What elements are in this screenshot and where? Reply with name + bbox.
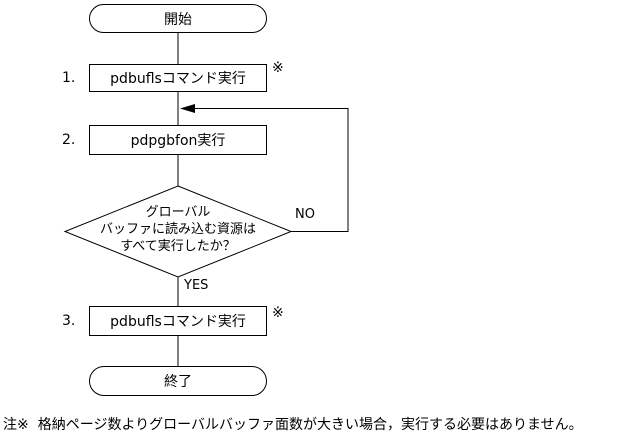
footnote-text: 格納ページ数よりグローバルバッファ面数が大きい場合，実行する必要はありません。 <box>37 417 583 433</box>
step3-box: pdbuflsコマンド実行 <box>89 306 267 336</box>
decision-line-2: バッファに読み込む資源は <box>99 222 256 237</box>
start-label: 開始 <box>164 11 192 28</box>
decision-line-3: すべて実行したか？ <box>120 239 236 254</box>
step2-label: pdpgbfon実行 <box>130 133 226 149</box>
no-label: NO <box>295 207 315 222</box>
decision-text: グローバル バッファに読み込む資源は すべて実行したか？ <box>58 204 298 255</box>
step1-label: pdbuflsコマンド実行 <box>110 71 246 87</box>
start-terminator: 開始 <box>89 4 267 33</box>
decision-diamond-shape <box>63 185 293 278</box>
step2-box: pdpgbfon実行 <box>89 125 267 155</box>
step3-number: 3. <box>62 313 76 329</box>
end-label: 終了 <box>164 374 192 390</box>
end-terminator: 終了 <box>89 366 267 396</box>
footnote: 注※ 格納ページ数よりグローバルバッファ面数が大きい場合，実行する必要はありません… <box>3 416 583 434</box>
step3-note-mark: ※ <box>272 305 284 321</box>
decision-line-1: グローバル <box>145 205 211 220</box>
step1-note-mark: ※ <box>272 60 284 76</box>
step1-number: 1. <box>62 70 76 86</box>
step1-box: pdbuflsコマンド実行 <box>89 64 267 92</box>
step3-label: pdbuflsコマンド実行 <box>110 314 246 330</box>
footnote-prefix: 注※ <box>3 417 29 433</box>
no-branch-line <box>195 108 349 232</box>
step2-number: 2. <box>62 132 76 148</box>
yes-label: YES <box>184 278 209 293</box>
no-branch-arrowhead <box>180 104 195 113</box>
